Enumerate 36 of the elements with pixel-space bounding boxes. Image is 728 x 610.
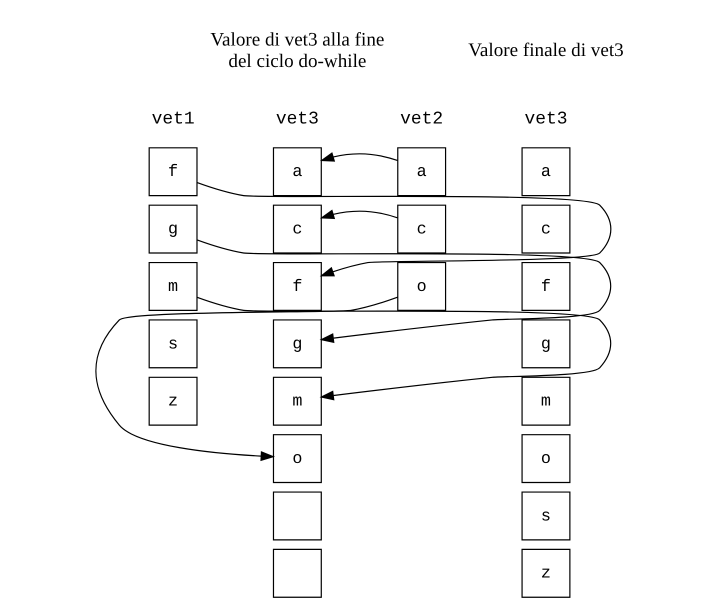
arrow [196,182,611,276]
arrow [196,239,611,344]
node-box: a [520,147,570,196]
label: Valore di vet3 alla fine del ciclo do-while [210,29,384,72]
node-box: c [396,204,446,254]
node-box: s [520,491,570,540]
label: vet2 [400,109,443,130]
arrow [319,209,398,220]
node-box: s [148,319,198,368]
node-box: o [520,434,570,484]
node-box: g [272,319,322,368]
node-box: f [272,262,322,311]
label: vet1 [151,109,194,130]
node-box: m [272,376,322,426]
node-box: c [272,204,322,254]
node-box: o [272,434,322,484]
arrow [94,296,398,462]
label: vet3 [275,109,318,130]
arrow [196,296,611,400]
node-box: f [148,147,198,196]
node-box: z [520,548,570,598]
label: Valore finale di vet3 [468,40,624,62]
node-box: a [272,147,322,196]
label: vet3 [524,109,567,130]
node-box: m [520,376,570,426]
node-box: c [520,204,570,254]
node-box: g [148,204,198,254]
node-box: f [520,262,570,311]
node-box: a [396,147,446,196]
node-box: m [148,262,198,311]
node-box [272,491,322,540]
node-box [272,548,322,598]
node-box: g [520,319,570,368]
node-box: z [148,376,198,426]
arrow [319,152,398,162]
node-box: o [396,262,446,311]
